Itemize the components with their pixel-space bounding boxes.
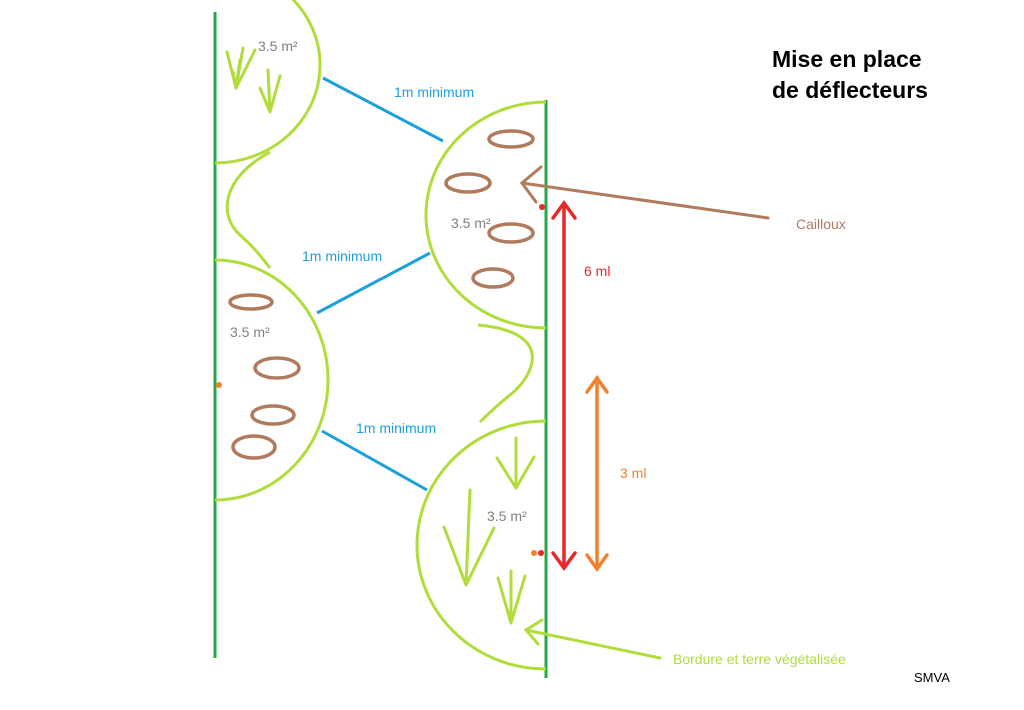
area-label-bottom-right: 3.5 m²: [487, 508, 527, 524]
title-line-1: Mise en place: [772, 46, 922, 72]
wavy-connector-right: [477, 323, 534, 424]
deflector-middle-left: [215, 258, 330, 502]
spacing-label-2: 1m minimum: [302, 248, 382, 264]
border-label: Bordure et terre végétalisée: [673, 651, 846, 667]
area-label-top-right: 3.5 m²: [451, 215, 491, 231]
six-ml-label: 6 ml: [584, 263, 610, 279]
spacing-label-3: 1m minimum: [356, 420, 436, 436]
stones-pointer-arrow: [519, 165, 770, 220]
vegetation-marks: [225, 46, 536, 625]
six-ml-arrow: [551, 200, 577, 571]
stones-label: Cailloux: [796, 216, 846, 232]
area-label-top-left: 3.5 m²: [258, 38, 298, 54]
deflector-bottom-right: [415, 419, 546, 671]
stones: [228, 129, 535, 460]
deflector-top-left: [215, 0, 322, 165]
three-ml-arrow: [585, 374, 609, 573]
spacing-lines: [316, 76, 444, 492]
marker-dots: [216, 204, 545, 556]
three-ml-label: 3 ml: [620, 465, 646, 481]
diagram-title: Mise en place de déflecteurs: [772, 44, 992, 106]
title-line-2: de déflecteurs: [772, 77, 928, 103]
spacing-label-1: 1m minimum: [394, 84, 474, 100]
wavy-connector-left: [225, 150, 272, 269]
border-pointer-arrow: [523, 618, 662, 660]
area-label-middle-left: 3.5 m²: [230, 324, 270, 340]
deflector-top-right: [424, 100, 546, 330]
credit-label: SMVA: [914, 670, 950, 685]
